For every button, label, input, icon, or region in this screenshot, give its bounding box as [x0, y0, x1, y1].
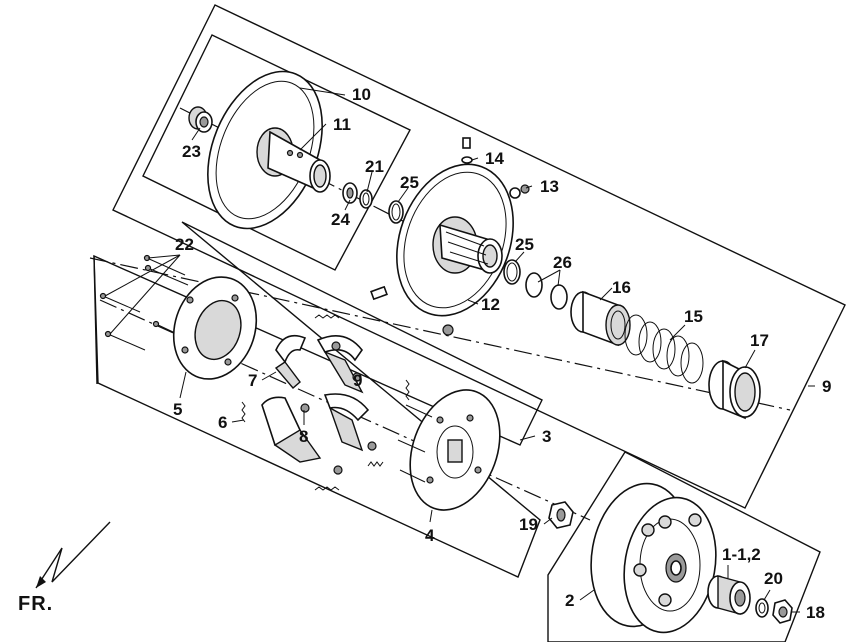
callout-4: 4 [425, 526, 435, 545]
callout-6: 6 [218, 413, 227, 432]
part-1-bearing [707, 575, 751, 615]
part-26-oring-b [550, 284, 568, 310]
axis-line-upper [89, 257, 791, 411]
axis-line-lower [99, 299, 591, 521]
callout-9b: 9 [353, 371, 362, 390]
callout-22: 22 [175, 235, 194, 254]
part-6-springs [241, 314, 410, 491]
part-15-spring [624, 314, 704, 384]
callout-12: 12 [481, 295, 500, 314]
callout-26: 26 [553, 253, 572, 272]
callout-5: 5 [173, 400, 182, 419]
part-24-seal [342, 182, 358, 204]
frame-group-3-left [93, 255, 98, 385]
front-arrow-icon [35, 521, 111, 589]
callout-15: 15 [684, 307, 703, 326]
callout-18: 18 [806, 603, 825, 622]
part-26-oring-a [525, 272, 543, 298]
callout-10: 10 [352, 85, 371, 104]
part-17-spring-seat [708, 359, 761, 420]
part-25b-oring [503, 259, 521, 285]
assembly-frame-9 [112, 4, 846, 509]
callout-7: 7 [248, 371, 257, 390]
callout-13: 13 [540, 177, 559, 196]
part-7-shoe [261, 334, 322, 463]
callout-23: 23 [182, 142, 201, 161]
leader-lines [104, 87, 815, 613]
part-18-nut [772, 599, 793, 624]
frame-group-2 [547, 451, 821, 642]
part-roller-small [370, 285, 388, 301]
callout-20: 20 [764, 569, 783, 588]
part-2-clutch-outer [590, 482, 717, 634]
frame-group-10 [142, 34, 411, 271]
part-9-shoe-assembly [300, 334, 377, 475]
callout-1: 1-1,2 [722, 545, 761, 564]
part-20-washer [755, 598, 769, 618]
part-10-driven-face [207, 70, 331, 230]
part-23-bushing [188, 106, 213, 133]
part-4-clutch-plate [397, 389, 501, 511]
callout-11: 11 [333, 115, 351, 134]
part-5-plate [172, 276, 258, 380]
part-13-roller [509, 184, 530, 199]
part-21-oring [359, 189, 373, 209]
callout-17: 17 [750, 331, 769, 350]
part-nut-small [442, 324, 454, 336]
callout-14: 14 [485, 149, 504, 168]
callout-16: 16 [612, 278, 631, 297]
part-14-pin [461, 137, 473, 164]
part-12-driven-face-fixed [396, 163, 514, 317]
callout-9: 9 [822, 377, 831, 396]
part-16-collar [570, 290, 631, 347]
callout-2: 2 [565, 591, 574, 610]
part-19-nut [548, 501, 574, 529]
callout-24: 24 [331, 210, 350, 229]
callout-21: 21 [365, 157, 384, 176]
callout-25a: 25 [400, 173, 419, 192]
callout-19: 19 [519, 515, 538, 534]
part-25a-oring [388, 200, 404, 224]
callout-25b: 25 [515, 235, 534, 254]
front-label: FR. [18, 593, 53, 615]
callout-8: 8 [299, 427, 308, 446]
callout-3: 3 [542, 427, 551, 446]
